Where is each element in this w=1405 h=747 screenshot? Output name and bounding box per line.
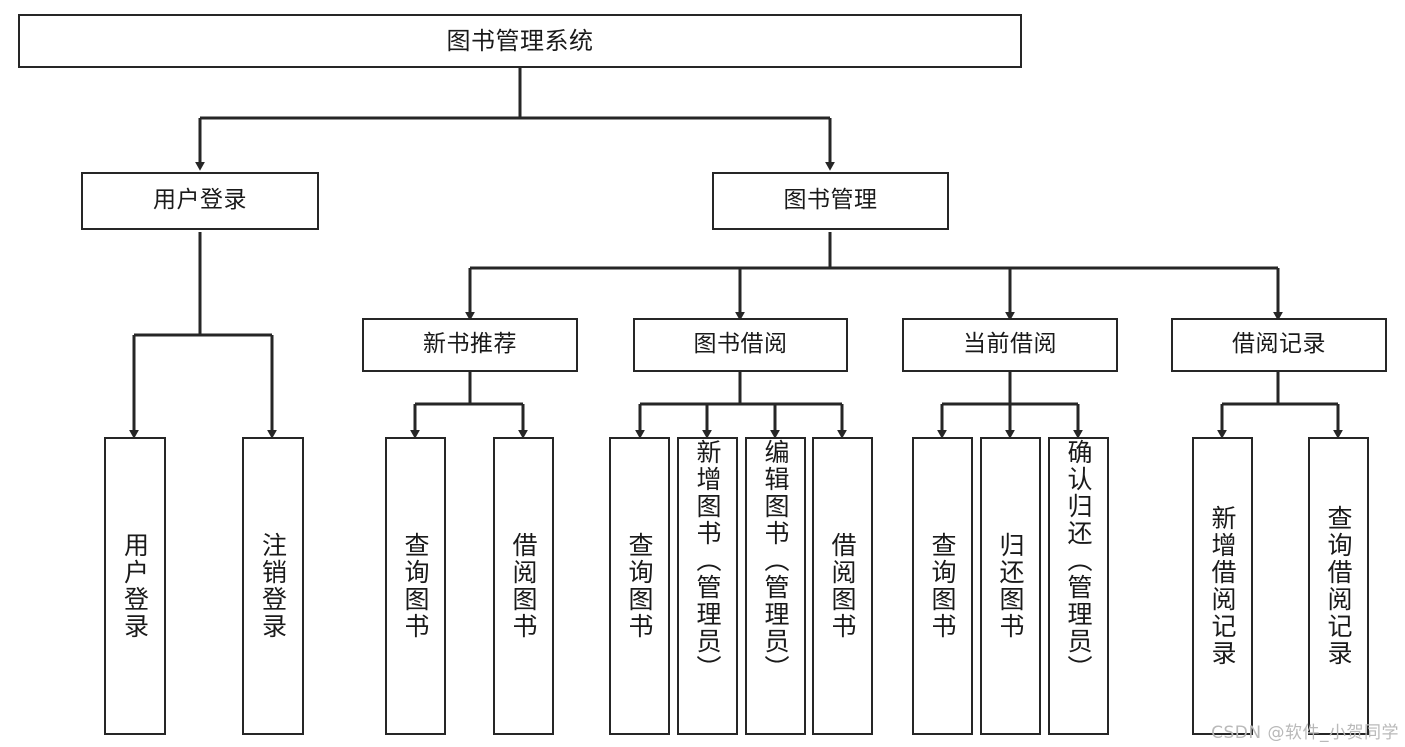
node-leaf-user-login-label: 用户登录: [120, 532, 150, 640]
node-leaf-borrow-book-1[interactable]: 借阅图书: [493, 437, 554, 735]
node-leaf-add-record-label: 新增借阅记录: [1208, 505, 1237, 667]
node-leaf-query-book-3-label: 查询图书: [928, 532, 957, 640]
node-leaf-edit-book[interactable]: 编辑图书（管理员）: [745, 437, 806, 735]
node-root[interactable]: 图书管理系统: [18, 14, 1022, 68]
node-leaf-add-record[interactable]: 新增借阅记录: [1192, 437, 1253, 735]
node-leaf-edit-book-label: 编辑图书（管理员）: [761, 439, 790, 682]
node-book-manage-label: 图书管理: [783, 187, 878, 214]
node-leaf-query-record[interactable]: 查询借阅记录: [1308, 437, 1369, 735]
node-current-borrow[interactable]: 当前借阅: [902, 318, 1118, 372]
node-new-book-recommend[interactable]: 新书推荐: [362, 318, 578, 372]
node-user-login-label: 用户登录: [153, 187, 247, 214]
node-leaf-query-record-label: 查询借阅记录: [1324, 505, 1353, 667]
node-leaf-user-login[interactable]: 用户登录: [104, 437, 166, 735]
node-leaf-query-book-1[interactable]: 查询图书: [385, 437, 446, 735]
node-borrow-record[interactable]: 借阅记录: [1171, 318, 1387, 372]
node-leaf-user-logout-label: 注销登录: [258, 532, 288, 640]
node-root-label: 图书管理系统: [446, 26, 594, 55]
node-leaf-add-book[interactable]: 新增图书（管理员）: [677, 437, 738, 735]
node-leaf-borrow-book-2-label: 借阅图书: [828, 532, 857, 640]
node-leaf-return-book-label: 归还图书: [996, 532, 1025, 640]
node-leaf-add-book-label: 新增图书（管理员）: [693, 439, 722, 682]
node-leaf-borrow-book-1-label: 借阅图书: [509, 532, 538, 640]
node-leaf-borrow-book-2[interactable]: 借阅图书: [812, 437, 873, 735]
node-current-borrow-label: 当前借阅: [963, 331, 1057, 358]
node-leaf-query-book-1-label: 查询图书: [401, 532, 430, 640]
node-leaf-return-book[interactable]: 归还图书: [980, 437, 1041, 735]
node-new-book-recommend-label: 新书推荐: [423, 331, 517, 358]
node-book-manage[interactable]: 图书管理: [712, 172, 949, 230]
node-leaf-query-book-3[interactable]: 查询图书: [912, 437, 973, 735]
node-book-borrow[interactable]: 图书借阅: [633, 318, 848, 372]
node-leaf-query-book-2-label: 查询图书: [625, 532, 654, 640]
node-leaf-query-book-2[interactable]: 查询图书: [609, 437, 670, 735]
watermark-text: CSDN @软件_小贺同学: [1211, 723, 1399, 743]
node-leaf-confirm-return[interactable]: 确认归还（管理员）: [1048, 437, 1109, 735]
node-borrow-record-label: 借阅记录: [1232, 331, 1326, 358]
node-user-login[interactable]: 用户登录: [81, 172, 319, 230]
node-book-borrow-label: 图书借阅: [693, 331, 788, 358]
node-leaf-confirm-return-label: 确认归还（管理员）: [1064, 439, 1093, 682]
node-leaf-user-logout[interactable]: 注销登录: [242, 437, 304, 735]
